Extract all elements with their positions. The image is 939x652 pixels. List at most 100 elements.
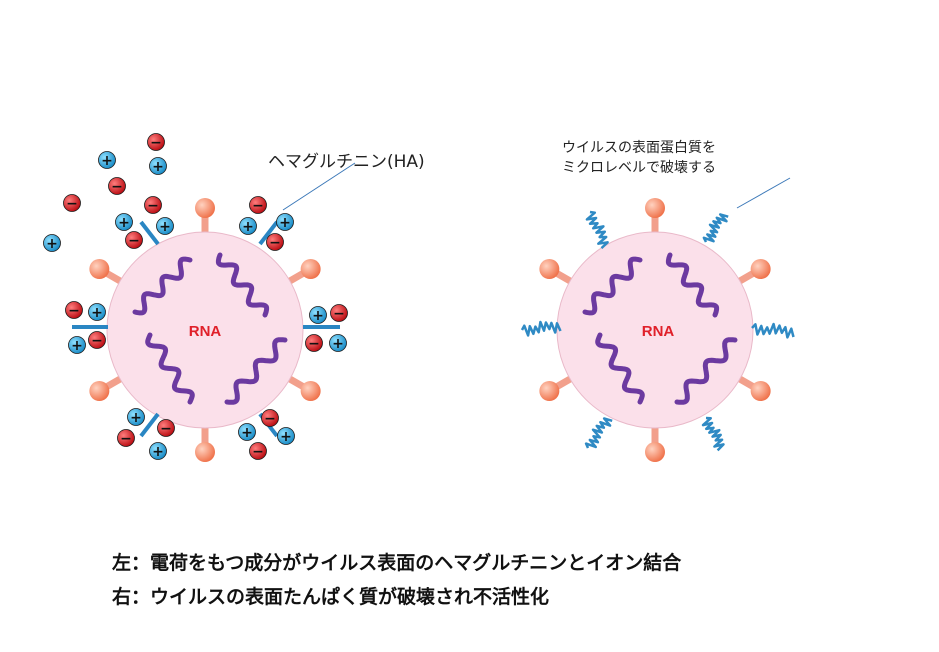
ion-sign: +	[159, 219, 171, 235]
ion-sphere	[157, 419, 175, 437]
ion-sign: −	[252, 198, 264, 214]
minus-ion: −	[125, 231, 143, 249]
broken-protein	[520, 320, 562, 337]
plus-ion: +	[98, 151, 116, 169]
ion-sphere	[144, 196, 162, 214]
spike-head	[539, 381, 560, 401]
ion-sign: +	[101, 153, 113, 169]
ion-sphere	[249, 442, 267, 460]
ion-sphere	[147, 133, 165, 151]
minus-ion: −	[305, 334, 323, 352]
spike-head	[750, 259, 771, 279]
spike-head	[539, 259, 560, 279]
ion-sign: −	[150, 135, 162, 151]
rna-strand	[674, 337, 738, 405]
minus-ion: −	[249, 442, 267, 460]
ion-sign: +	[71, 338, 83, 354]
ion-sphere	[266, 233, 284, 251]
minus-ion: −	[249, 196, 267, 214]
ion-sphere	[149, 442, 167, 460]
plus-ion: +	[88, 303, 106, 321]
spike-head	[300, 259, 321, 279]
right-spikes	[539, 198, 771, 462]
ion-sphere	[330, 304, 348, 322]
rna-strand	[595, 332, 645, 405]
ion-sphere	[238, 423, 256, 441]
plus-ion: +	[115, 213, 133, 231]
minus-ion: −	[144, 196, 162, 214]
rna-strand	[132, 256, 193, 316]
ion-sign: −	[252, 444, 264, 460]
ion-sphere	[239, 217, 257, 235]
broken-surface-proteins	[520, 210, 795, 452]
ion-sphere	[156, 217, 174, 235]
ion-sign: +	[332, 336, 344, 352]
spike-head	[195, 198, 215, 218]
ion-sphere	[88, 303, 106, 321]
ion-sign: +	[152, 159, 164, 175]
plus-ion: +	[149, 442, 167, 460]
rna-strand	[145, 332, 195, 405]
ion-sphere	[127, 408, 145, 426]
ion-sphere	[63, 194, 81, 212]
ion-sign: +	[241, 425, 253, 441]
ion-sphere	[309, 306, 327, 324]
rna-strand	[665, 252, 720, 318]
virus-left: RNA −++−−++−+−−++−−++−+−−++−−+−++−	[43, 133, 348, 462]
broken-protein	[584, 417, 613, 449]
ion-sign: −	[308, 336, 320, 352]
ion-sphere	[125, 231, 143, 249]
plus-ion: +	[43, 234, 61, 252]
caption-left: 左：電荷をもつ成分がウイルス表面のヘマグルチニンとイオン結合	[112, 552, 682, 574]
ion-sign: −	[66, 196, 78, 212]
ion-sign: −	[147, 198, 159, 214]
surface-protein-label-line2: ミクロレベルで破壊する	[562, 160, 716, 176]
ion-sphere	[305, 334, 323, 352]
ion-sphere	[277, 427, 295, 445]
ion-sign: +	[280, 429, 292, 445]
ion-sphere	[108, 177, 126, 195]
spike-head	[195, 442, 215, 462]
ion-sphere	[98, 151, 116, 169]
hemagglutinin-pointer-line	[282, 162, 356, 211]
minus-ion: −	[65, 301, 83, 319]
plus-ion: +	[127, 408, 145, 426]
ion-sign: +	[279, 215, 291, 231]
plus-ion: +	[239, 217, 257, 235]
ion-sign: −	[91, 333, 103, 349]
ion-sign: +	[91, 305, 103, 321]
ion-sphere	[329, 334, 347, 352]
minus-ion: −	[261, 409, 279, 427]
ion-sphere	[88, 331, 106, 349]
ion-sphere	[68, 336, 86, 354]
spike-head	[645, 198, 665, 218]
spike-head	[300, 381, 321, 401]
minus-ion: −	[108, 177, 126, 195]
rna-strands-left	[132, 252, 288, 405]
surface-protein-label-line1: ウイルスの表面蛋白質を	[562, 140, 716, 156]
rna-strands-right	[582, 252, 738, 405]
ion-sign: −	[120, 431, 132, 447]
broken-protein	[701, 416, 725, 452]
hemagglutinin-label: ヘマグルチニン(HA)	[268, 152, 425, 172]
plus-ion: +	[238, 423, 256, 441]
ion-sign: −	[264, 411, 276, 427]
ion-sign: −	[68, 303, 80, 319]
ion-sign: +	[118, 215, 130, 231]
minus-ion: −	[117, 429, 135, 447]
ion-sphere	[115, 213, 133, 231]
broken-protein	[702, 213, 729, 243]
minus-ion: −	[88, 331, 106, 349]
plus-ion: +	[68, 336, 86, 354]
ion-sphere	[261, 409, 279, 427]
virus-right: RNA	[520, 198, 795, 462]
ion-sign: −	[111, 179, 123, 195]
hemagglutinin-bar	[139, 220, 160, 246]
minus-ion: −	[63, 194, 81, 212]
rna-label-right: RNA	[642, 323, 675, 340]
hemagglutinin-bar	[139, 412, 160, 438]
plus-ion: +	[276, 213, 294, 231]
ion-sign: −	[269, 235, 281, 251]
spike-head	[89, 381, 110, 401]
